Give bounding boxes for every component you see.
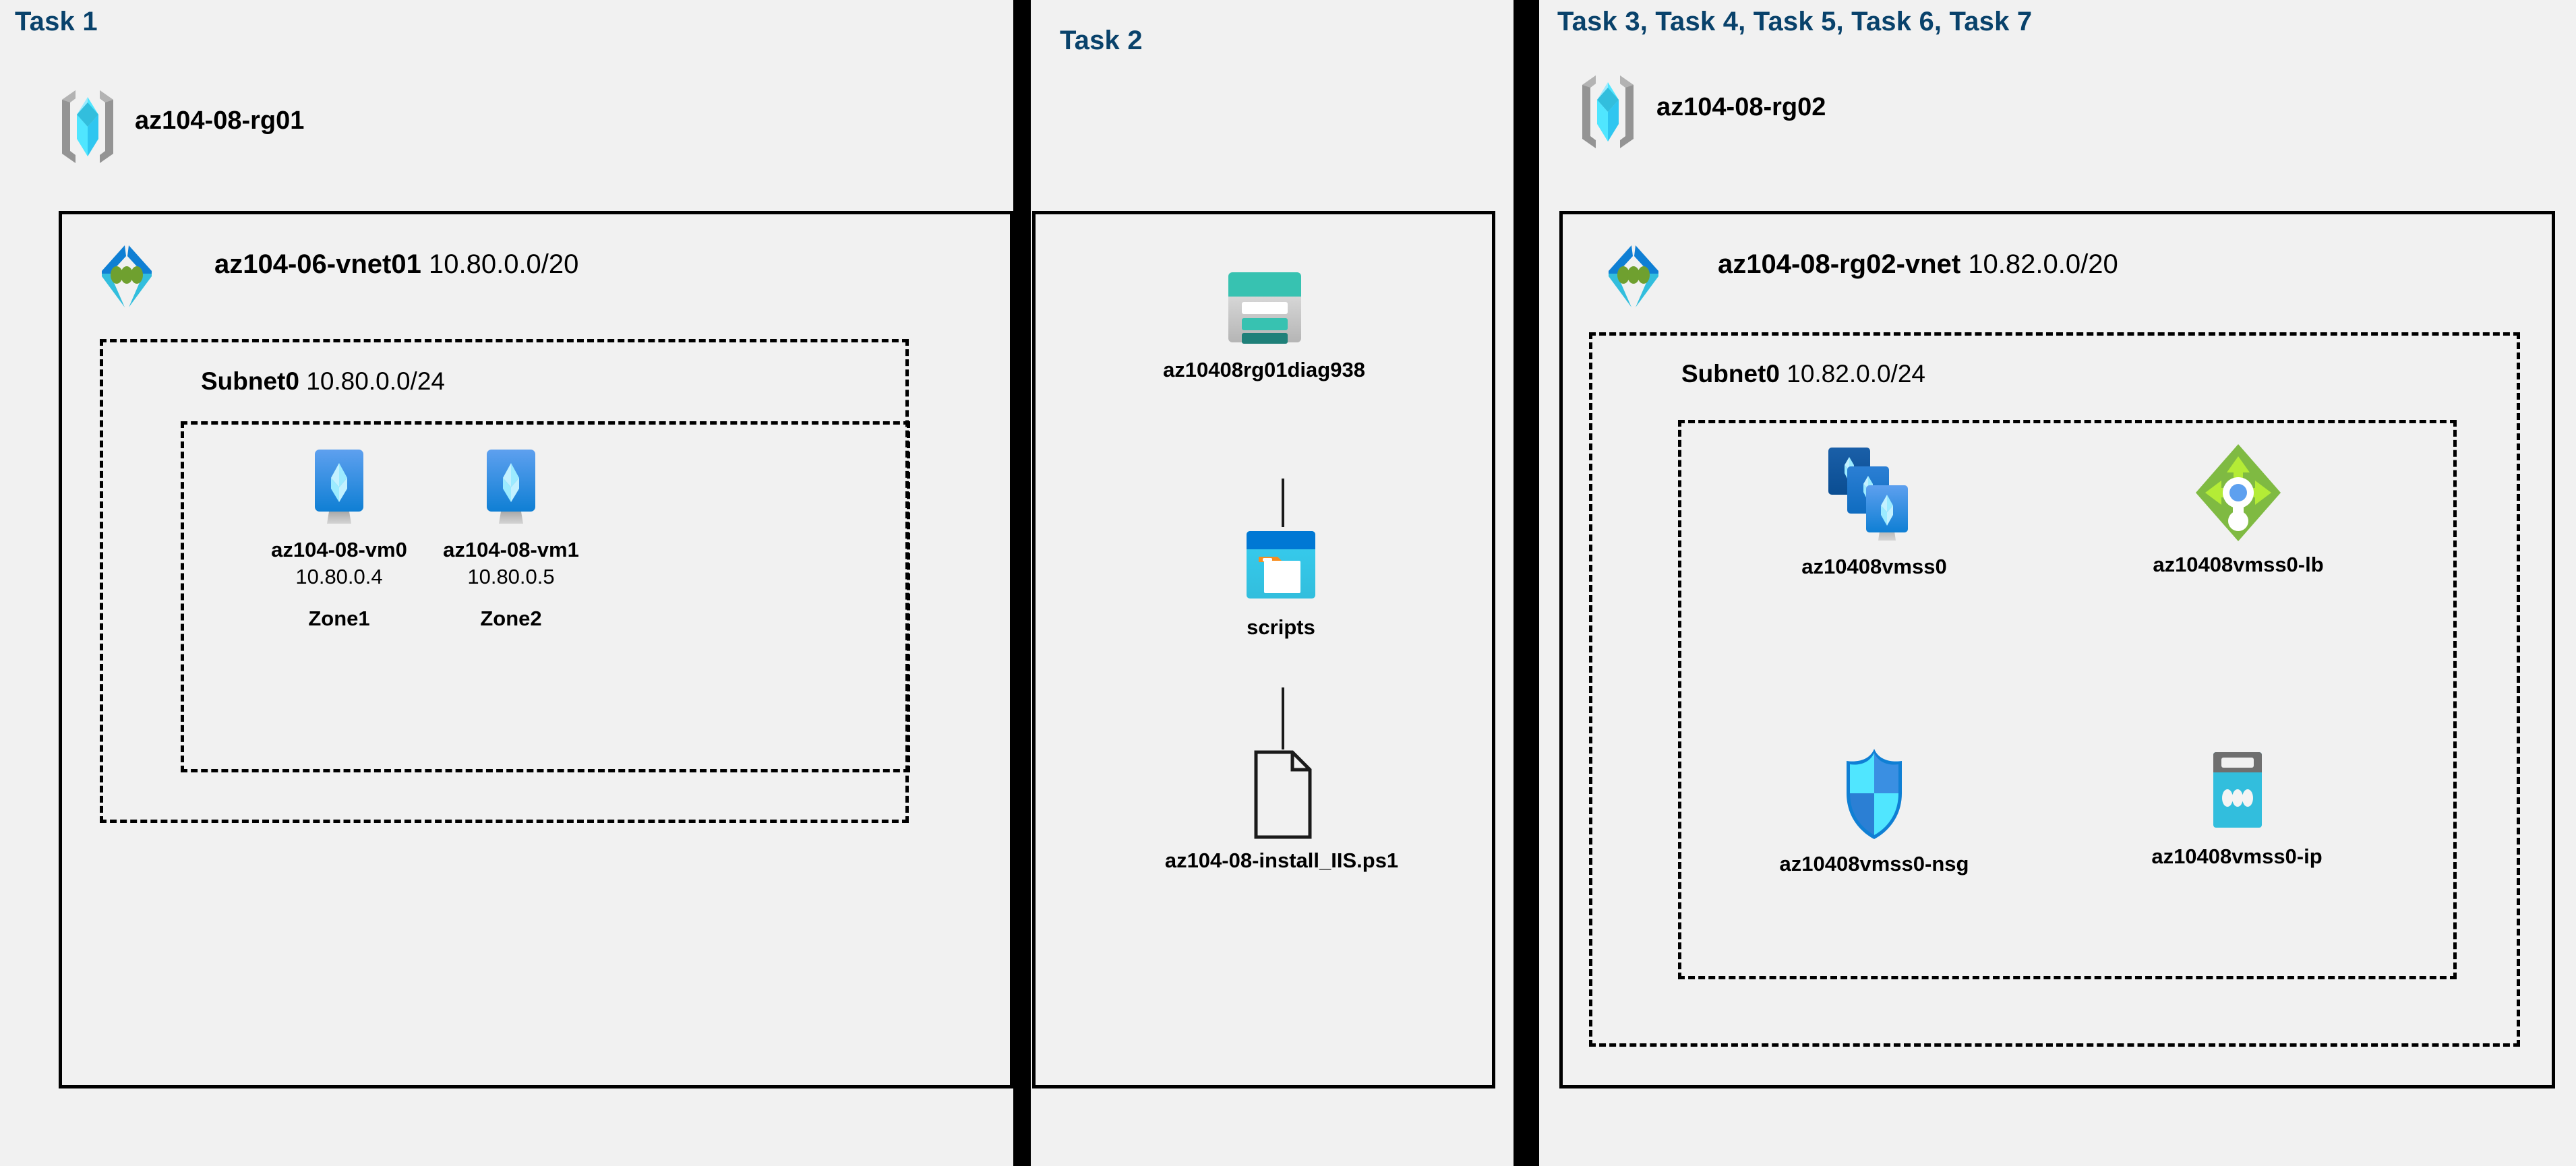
blob-container-node[interactable]: scripts [1193, 527, 1369, 641]
subnet-label-1: Subnet0 10.80.0.0/24 [201, 367, 445, 395]
load-balancer-icon [2097, 441, 2380, 544]
vmss-node[interactable]: az10408vmss0 [1743, 445, 2006, 580]
vm-ip-0: 10.80.0.4 [295, 564, 383, 588]
storage-account-icon [1160, 263, 1369, 349]
connector-storage-to-container [1282, 479, 1284, 527]
storage-account-node[interactable]: az10408rg01diag938 [1160, 263, 1369, 383]
public-ip-node[interactable]: az10408vmss0-ip [2095, 748, 2378, 870]
task2-boundary [1032, 211, 1495, 1088]
column-separator-left [1013, 0, 1031, 1166]
resource-group-inner-boundary-3 [1678, 420, 2457, 979]
file-icon [1110, 749, 1454, 840]
script-file-name: az104-08-install_IIS.ps1 [1164, 849, 1399, 872]
public-ip-address-icon [2095, 748, 2378, 836]
task-title-1: Task 1 [15, 7, 98, 36]
virtual-machine-icon [427, 448, 595, 529]
subnet-boundary-3 [1589, 332, 2520, 1047]
connector-container-to-file [1282, 687, 1284, 749]
resource-group-icon [54, 89, 121, 168]
column-separator-right [1514, 0, 1539, 1166]
network-security-group-icon [1726, 745, 2023, 843]
vm-name-1: az104-08-vm1 [443, 538, 579, 561]
availability-zone-boundary-1 [181, 421, 910, 772]
vnet-label-1: az104-06-vnet01 10.80.0.0/20 [214, 249, 579, 279]
nsg-node[interactable]: az10408vmss0-nsg [1726, 745, 2023, 878]
virtual-network-icon [91, 243, 162, 313]
subnet-label-3: Subnet0 10.82.0.0/24 [1681, 360, 1925, 388]
virtual-machine-icon [255, 448, 423, 529]
vm-zone-1: Zone2 [480, 607, 542, 631]
public-ip-name: az10408vmss0-ip [2151, 845, 2323, 868]
task-title-3: Task 3, Task 4, Task 5, Task 6, Task 7 [1557, 7, 2033, 36]
resource-group-label-3: az104-08-rg02 [1656, 93, 1826, 121]
vnet-boundary-1 [59, 211, 1013, 1088]
vmss-name: az10408vmss0 [1801, 555, 1947, 578]
vm-node-1[interactable]: az104-08-vm1 10.80.0.5 Zone2 [427, 448, 595, 632]
task-title-2: Task 2 [1060, 26, 1143, 55]
load-balancer-name: az10408vmss0-lb [2153, 553, 2324, 576]
load-balancer-node[interactable]: az10408vmss0-lb [2097, 441, 2380, 578]
nsg-name: az10408vmss0-nsg [1779, 852, 1969, 876]
resource-group-label-1: az104-08-rg01 [135, 106, 305, 135]
vnet-boundary-3 [1559, 211, 2555, 1088]
blob-container-name: scripts [1247, 615, 1315, 639]
resource-group-icon [1574, 74, 1642, 153]
script-file-node[interactable]: az104-08-install_IIS.ps1 [1110, 749, 1454, 874]
blob-container-icon [1193, 527, 1369, 607]
vm-node-0[interactable]: az104-08-vm0 10.80.0.4 Zone1 [255, 448, 423, 632]
storage-account-name: az10408rg01diag938 [1163, 358, 1365, 381]
vm-ip-1: 10.80.0.5 [467, 564, 555, 588]
virtual-network-icon [1598, 243, 1669, 313]
vnet-label-3: az104-08-rg02-vnet 10.82.0.0/20 [1718, 249, 2118, 279]
vm-scale-set-icon [1743, 445, 2006, 546]
vm-zone-0: Zone1 [308, 607, 370, 631]
vm-name-0: az104-08-vm0 [271, 538, 407, 561]
